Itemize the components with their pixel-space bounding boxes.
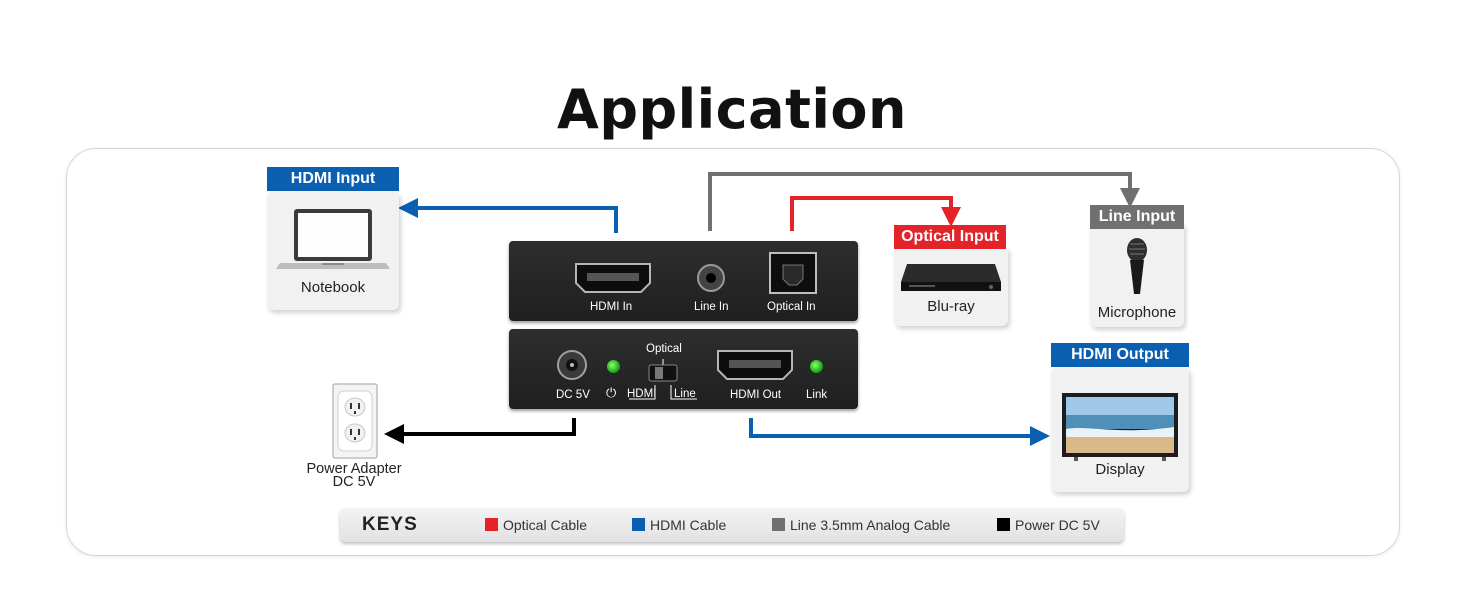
hdmi-input-tag: HDMI Input: [267, 167, 399, 191]
line-in-label: Line In: [694, 301, 729, 313]
hdmi-output-cable: [749, 418, 1050, 446]
switch-line-label: Line: [674, 388, 696, 400]
dc-in-port-icon: [557, 350, 587, 380]
power-outlet-icon: [332, 383, 378, 459]
extractor-input-panel: HDMI In Line In Optical In: [509, 241, 858, 321]
microphone-icon: [1127, 238, 1147, 294]
power-led: [607, 360, 620, 373]
power-cable: [384, 418, 576, 444]
bluray-caption: Blu-ray: [927, 298, 975, 315]
key-hdmi-cable: HDMI Cable: [632, 517, 726, 533]
key-line-label: Line 3.5mm Analog Cable: [790, 517, 951, 533]
optical-input-tag: Optical Input: [894, 225, 1006, 249]
key-optical-label: Optical Cable: [503, 517, 588, 533]
display-caption: Display: [1095, 461, 1145, 478]
bluray-card: Blu-ray: [894, 246, 1008, 326]
dc-5v-label: DC 5V: [556, 389, 590, 401]
microphone-caption: Microphone: [1097, 304, 1177, 321]
hdmi-swatch: [632, 518, 645, 531]
switch-optical-label: Optical: [646, 343, 682, 355]
notebook-card: Notebook: [267, 191, 399, 310]
keys-legend: KEYS Optical Cable HDMI Cable Line 3.5mm…: [340, 508, 1124, 542]
hdmi-input-cable: [398, 198, 618, 233]
hdmi-output-tag: HDMI Output: [1051, 343, 1189, 367]
line-swatch: [772, 518, 785, 531]
link-led: [810, 360, 823, 373]
display-card: Display: [1051, 367, 1189, 492]
optical-swatch: [485, 518, 498, 531]
key-hdmi-label: HDMI Cable: [650, 517, 727, 533]
line-input-tag: Line Input: [1090, 205, 1184, 229]
switch-hdmi-label: HDMI: [627, 388, 657, 400]
bluray-player-icon: [901, 264, 1001, 291]
power-symbol: ⏻: [606, 385, 617, 400]
mode-switch-icon: [629, 359, 697, 400]
line-input-cable: [708, 172, 1140, 231]
optical-in-port-icon: [769, 252, 817, 294]
optical-input-cable: [790, 196, 961, 231]
power-adapter-line1: Power Adapter: [306, 461, 402, 477]
line-in-port-icon: [697, 264, 725, 292]
page-title: Application: [557, 78, 907, 141]
link-label: Link: [806, 389, 828, 401]
hdmi-out-label: HDMI Out: [730, 389, 782, 401]
notebook-icon: [276, 209, 390, 269]
microphone-card: Microphone: [1090, 222, 1184, 327]
tv-display-icon: [1062, 393, 1178, 461]
power-adapter-line2: DC 5V: [332, 474, 376, 490]
notebook-caption: Notebook: [300, 279, 366, 296]
hdmi-out-port-icon: [717, 350, 793, 380]
optical-in-label: Optical In: [767, 301, 816, 313]
key-optical-cable: Optical Cable: [485, 517, 587, 533]
key-power-label: Power DC 5V: [1015, 517, 1100, 533]
hdmi-in-label: HDMI In: [590, 301, 633, 313]
power-adapter-caption: Power Adapter DC 5V: [296, 461, 412, 490]
hdmi-in-port-icon: [575, 263, 651, 293]
extractor-output-panel: ⏻ Optical HDMI Line DC 5V HDMI Out Link: [509, 329, 858, 409]
keys-title: KEYS: [362, 514, 418, 535]
key-power-dc: Power DC 5V: [997, 517, 1100, 533]
power-swatch: [997, 518, 1010, 531]
key-line-cable: Line 3.5mm Analog Cable: [772, 517, 950, 533]
